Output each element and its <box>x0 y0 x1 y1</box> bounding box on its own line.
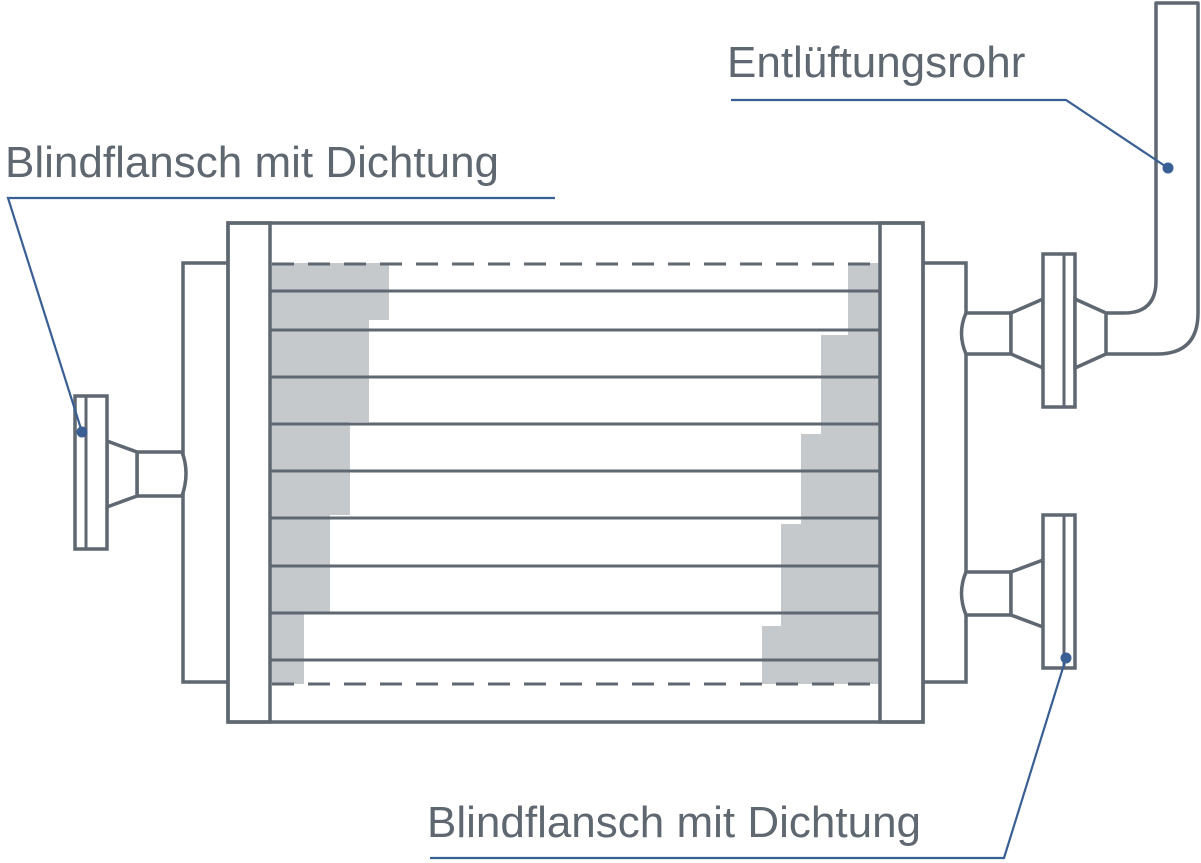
right-end-cap <box>920 261 968 684</box>
leader-blind-flange-bottom <box>430 657 1068 860</box>
leader-dot-vent-pipe <box>1162 162 1174 174</box>
leader-dot-blind-flange-left <box>76 426 88 438</box>
left-nozzle <box>73 394 188 551</box>
label-blind-flange-bottom: Blindflansch mit Dichtung <box>427 798 921 847</box>
bottom-right-nozzle <box>959 513 1077 670</box>
leader-dot-blind-flange-bottom <box>1060 652 1072 664</box>
label-blind-flange-left: Blindflansch mit Dichtung <box>5 138 499 187</box>
leader-blind-flange-left <box>6 196 555 433</box>
deposit-left <box>271 263 389 684</box>
top-right-nozzle <box>959 252 1108 409</box>
left-end-cap <box>181 261 231 684</box>
deposit-right <box>762 263 879 684</box>
leader-vent-pipe <box>731 98 1169 169</box>
label-vent-pipe: Entlüftungsrohr <box>727 38 1025 87</box>
vent-pipe <box>1106 1 1200 356</box>
